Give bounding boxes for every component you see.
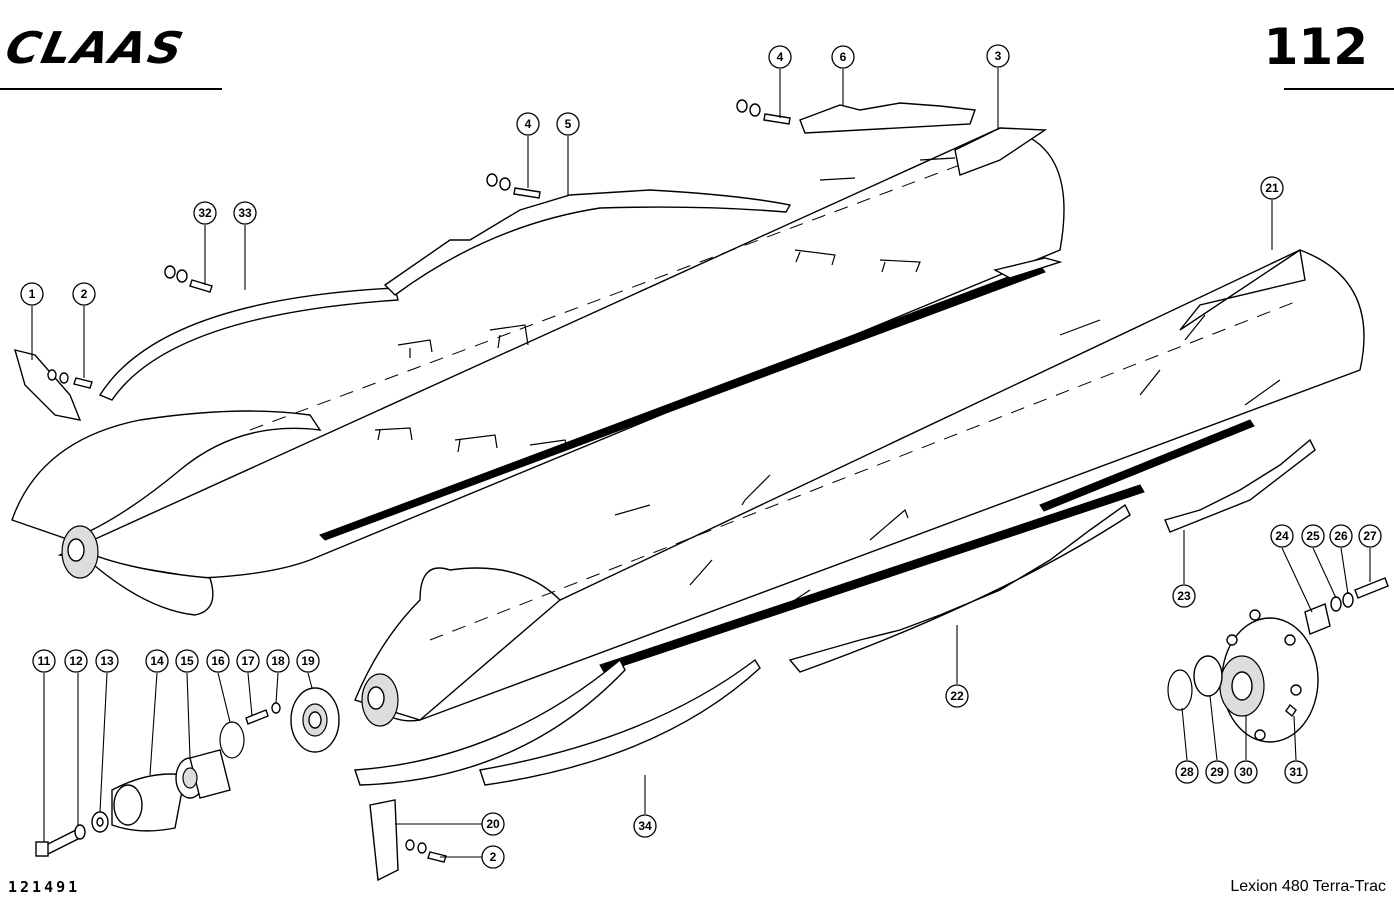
svg-text:22: 22 [950, 689, 964, 703]
svg-text:4: 4 [777, 50, 784, 64]
svg-text:15: 15 [180, 654, 194, 668]
callout-30: 30 [1234, 760, 1258, 784]
callout-14: 14 [145, 649, 169, 673]
header-rule-right [1284, 88, 1394, 90]
svg-text:24: 24 [1275, 529, 1289, 543]
callout-22: 22 [945, 684, 969, 708]
svg-text:26: 26 [1334, 529, 1348, 543]
svg-text:3: 3 [995, 49, 1002, 63]
document-number: 121491 [8, 878, 81, 896]
svg-text:32: 32 [198, 206, 212, 220]
callout-5: 5 [556, 112, 580, 136]
callout-23: 23 [1172, 584, 1196, 608]
callout-19: 19 [296, 649, 320, 673]
right-hub-group [1167, 577, 1389, 743]
svg-text:1: 1 [29, 287, 36, 301]
svg-text:6: 6 [840, 50, 847, 64]
svg-text:18: 18 [271, 654, 285, 668]
small-parts [13, 99, 791, 882]
svg-text:33: 33 [238, 206, 252, 220]
svg-text:5: 5 [565, 117, 572, 131]
callout-1: 1 [20, 282, 44, 306]
left-bearing-group [35, 687, 340, 857]
callout-16: 16 [206, 649, 230, 673]
callout-25: 25 [1301, 524, 1325, 548]
svg-text:13: 13 [100, 654, 114, 668]
callout-4a: 4 [768, 45, 792, 69]
callout-2b: 2 [481, 845, 505, 869]
callout-3: 3 [986, 44, 1010, 68]
svg-text:19: 19 [301, 654, 315, 668]
callout-12: 12 [64, 649, 88, 673]
callout-13: 13 [95, 649, 119, 673]
callout-21: 21 [1260, 176, 1284, 200]
svg-text:28: 28 [1180, 765, 1194, 779]
svg-text:27: 27 [1363, 529, 1377, 543]
callout-11: 11 [32, 649, 56, 673]
upper-rotor [11, 102, 1065, 616]
callout-15: 15 [175, 649, 199, 673]
callout-24: 24 [1270, 524, 1294, 548]
svg-text:25: 25 [1306, 529, 1320, 543]
svg-text:11: 11 [38, 654, 51, 668]
svg-text:17: 17 [241, 654, 255, 668]
svg-text:21: 21 [1265, 181, 1279, 195]
svg-text:29: 29 [1210, 765, 1224, 779]
callout-6: 6 [831, 45, 855, 69]
svg-text:23: 23 [1177, 589, 1191, 603]
svg-text:2: 2 [490, 850, 497, 864]
callout-20: 20 [481, 812, 505, 836]
callout-26: 26 [1329, 524, 1353, 548]
svg-text:2: 2 [81, 287, 88, 301]
callout-33: 33 [233, 201, 257, 225]
svg-text:30: 30 [1239, 765, 1253, 779]
callout-28: 28 [1175, 760, 1199, 784]
leader-lines [31, 68, 1371, 858]
svg-text:16: 16 [211, 654, 225, 668]
callout-31: 31 [1284, 760, 1308, 784]
callout-29: 29 [1205, 760, 1229, 784]
svg-text:12: 12 [69, 654, 83, 668]
callouts: 1 2 2 3 4 4 5 6 11 12 13 14 15 16 17 18 … [20, 44, 1382, 869]
callout-32: 32 [193, 201, 217, 225]
svg-text:34: 34 [638, 819, 652, 833]
svg-text:4: 4 [525, 117, 532, 131]
svg-text:14: 14 [150, 654, 164, 668]
callout-4b: 4 [516, 112, 540, 136]
page-number: 112 [1263, 18, 1368, 76]
lower-rotor [354, 248, 1365, 786]
svg-text:31: 31 [1289, 765, 1303, 779]
model-name: Lexion 480 Terra-Trac [1230, 878, 1386, 895]
callout-27: 27 [1358, 524, 1382, 548]
header-rule-left [0, 88, 222, 90]
callout-18: 18 [266, 649, 290, 673]
callout-34: 34 [633, 814, 657, 838]
callout-17: 17 [236, 649, 260, 673]
callout-2a: 2 [72, 282, 96, 306]
svg-text:20: 20 [486, 817, 500, 831]
